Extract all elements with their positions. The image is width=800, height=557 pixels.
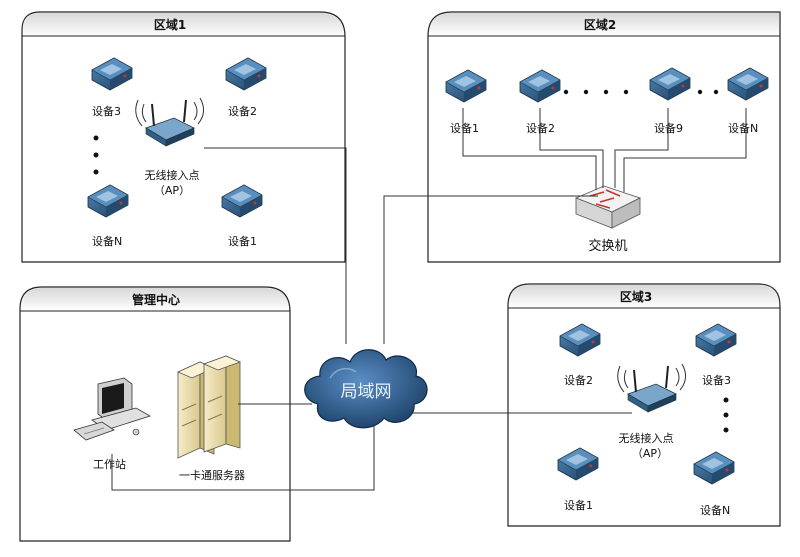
server-icon [177, 355, 242, 459]
workstation-label: 工作站 [93, 457, 126, 471]
lan-cloud-icon [304, 349, 428, 429]
lan-label: 局域网 [341, 382, 392, 402]
zone-1-title: 区域1 [154, 17, 186, 32]
zone-3-ellipsis-dots [723, 397, 729, 433]
zone-2-panel: 区域2 设备1 设备2 设备9 设备N 交换机 [427, 11, 781, 263]
switch-label: 交换机 [588, 238, 627, 254]
zone-2-label-device-1: 设备1 [450, 121, 479, 135]
zone-2-label-device-n: 设备N [728, 121, 758, 135]
switch-icon [574, 185, 642, 229]
zone-1-label-device-3: 设备3 [92, 104, 121, 118]
zone-1-label-device-2: 设备2 [228, 104, 257, 118]
zone-3-title: 区域3 [620, 289, 652, 304]
zone-3-label-device-2: 设备2 [564, 373, 593, 387]
management-center-title: 管理中心 [132, 292, 180, 307]
zone-2-ellipsis-dots [563, 89, 719, 95]
zone-1-ap-label: 无线接入点 [145, 168, 200, 182]
zone-1-ellipsis-dots [93, 135, 99, 175]
zone-3-ap-sublabel: （AP） [632, 447, 668, 460]
server-label: 一卡通服务器 [179, 469, 245, 482]
zone-2-switch-links [462, 108, 747, 192]
zone-3-panel: 区域3 设备2 设备3 无线接入点 （AP） 设备1 设备N [507, 283, 781, 527]
zone-1-label-device-n: 设备N [92, 234, 122, 248]
zone-1-label-device-1: 设备1 [228, 234, 257, 248]
management-center-panel: 管理中心 工作站 一卡通服务器 [19, 286, 291, 542]
network-connections [111, 147, 632, 491]
zone-1-ap-sublabel: （AP） [154, 184, 190, 197]
zone-3-label-device-3: 设备3 [702, 373, 731, 387]
workstation-icon [73, 377, 151, 441]
zone-2-title: 区域2 [584, 17, 616, 32]
zone-3-ap-label: 无线接入点 [619, 431, 674, 445]
zone-1-panel: 区域1 设备3 设备2 无线接入点 （AP） 设备N 设备1 [21, 11, 346, 263]
zone-3-label-device-1: 设备1 [564, 498, 593, 512]
zone-3-label-device-n: 设备N [700, 503, 730, 517]
